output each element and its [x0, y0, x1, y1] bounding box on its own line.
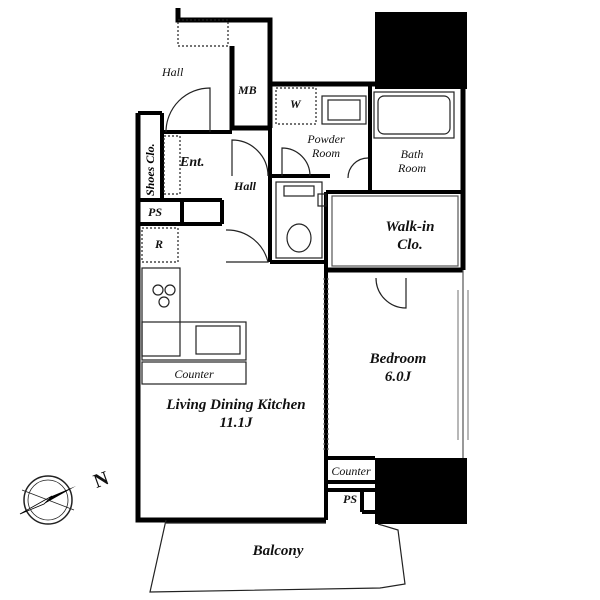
structural-columns [375, 12, 467, 524]
compass-icon [19, 475, 76, 525]
ps-bottom-label: PS [343, 492, 358, 506]
powder-room-label-1: Powder [307, 132, 345, 146]
balcony-label: Balcony [252, 543, 304, 559]
ps-left-label: PS [148, 205, 163, 219]
hall-top-label: Hall [162, 65, 184, 79]
ldk-size-label: 11.1J [219, 415, 253, 431]
entrance-label: Ent. [180, 155, 205, 170]
counter-kitchen-label: Counter [174, 367, 214, 381]
bedroom-size-label: 6.0J [384, 369, 412, 385]
fixtures [141, 19, 469, 593]
hall-mid-label: Hall [234, 179, 257, 193]
mb-label: MB [238, 83, 257, 97]
bath-room-label-2: Room [398, 161, 426, 175]
counter-bedroom-label: Counter [331, 464, 371, 478]
w-label: W [290, 97, 301, 111]
refrigerator-label: R [155, 237, 164, 251]
bedroom-name-label: Bedroom [369, 351, 427, 367]
walk-in-label-2: Clo. [397, 237, 423, 253]
interior-walls [138, 84, 463, 520]
ldk-name-label: Living Dining Kitchen [166, 397, 306, 413]
powder-room-label-2: Room [312, 146, 340, 160]
shoes-closet-label: Shoes Clo. [143, 143, 157, 196]
walk-in-label-1: Walk-in [385, 219, 435, 235]
bath-room-label-1: Bath [400, 147, 424, 161]
